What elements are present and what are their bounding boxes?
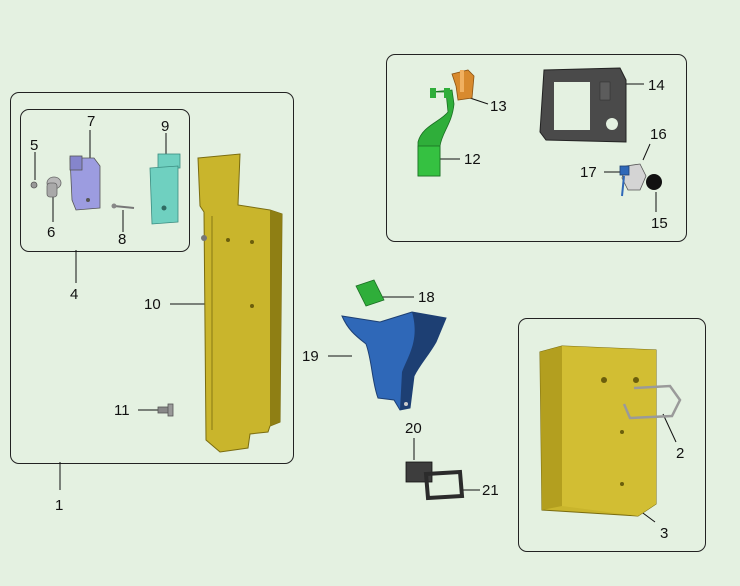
part-12-green-clip: [417, 88, 455, 177]
callout-20: 20: [405, 420, 422, 437]
part-17-lock-cylinder: [619, 165, 630, 197]
callout-3: 3: [660, 525, 669, 542]
callout-5: 5: [30, 137, 39, 154]
callout-18: 18: [418, 289, 435, 306]
part-6-fitting: [46, 176, 62, 198]
part-13-orange-clip: [451, 69, 475, 101]
part-3-yellow-box: [539, 345, 657, 517]
callout-10: 10: [144, 296, 161, 313]
part-9-teal-bracket: [149, 153, 181, 225]
leader-lines: [34, 83, 677, 523]
part-18-green-piece: [355, 279, 385, 307]
callout-16: 16: [650, 126, 667, 143]
callout-1: 1: [55, 497, 64, 514]
callout-13: 13: [490, 98, 507, 115]
callout-9: 9: [161, 118, 170, 135]
callout-15: 15: [651, 215, 668, 232]
callout-7: 7: [87, 113, 96, 130]
callout-17: 17: [580, 164, 597, 181]
group-box-1: [10, 92, 294, 464]
group-box-3: [518, 318, 706, 552]
callout-8: 8: [118, 231, 127, 248]
part-5-nut: [30, 181, 38, 189]
part-8-pin: [111, 203, 135, 209]
callout-6: 6: [47, 224, 56, 241]
callout-2: 2: [676, 445, 685, 462]
callout-12: 12: [464, 151, 481, 168]
part-7-purple-block: [69, 155, 101, 211]
callout-19: 19: [302, 348, 319, 365]
part-21-gasket: [423, 469, 465, 501]
callout-21: 21: [482, 482, 499, 499]
part-11-bolt: [157, 403, 174, 417]
callout-11: 11: [114, 402, 130, 419]
callout-14: 14: [648, 77, 665, 94]
part-2-handle: [622, 384, 682, 420]
group-box-top-right: [386, 54, 687, 242]
callout-4: 4: [70, 286, 79, 303]
part-15-knob: [646, 174, 662, 190]
part-10-yellow-panel: [197, 153, 283, 453]
group-box-4: [20, 109, 190, 252]
part-14-grey-frame: [539, 67, 627, 143]
part-19-blue-bracket: [341, 311, 447, 411]
